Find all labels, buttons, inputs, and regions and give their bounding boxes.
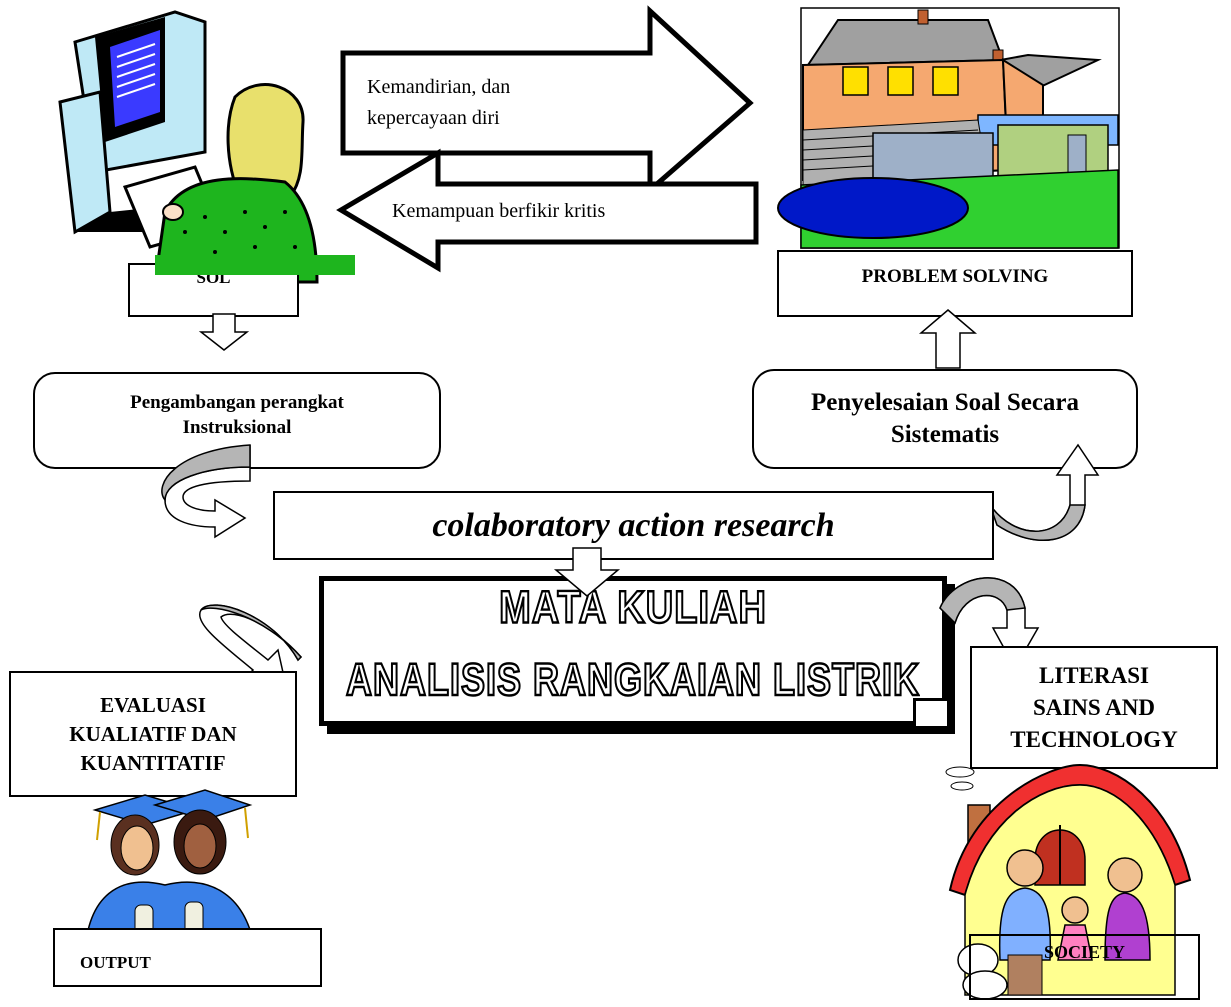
output-label: OUTPUT — [80, 953, 151, 972]
family-house-clipart — [945, 763, 1192, 1000]
literasi-box: LITERASI SAINS AND TECHNOLOGY — [970, 646, 1218, 769]
mata-kuliah-line2: ANALISIS RANGKAIAN LISTRIK — [345, 653, 920, 707]
down-arrow-sol — [198, 313, 250, 351]
curved-arrow-right — [989, 443, 1100, 542]
society-label: SOCIETY — [1043, 942, 1126, 962]
curved-arrow-left — [161, 444, 251, 539]
curved-arrow-literasi — [939, 577, 1040, 670]
building-pool-clipart — [777, 7, 1120, 249]
up-arrow-problem-solving — [918, 309, 978, 369]
action-research-label: colaboratory action research — [432, 506, 835, 544]
evaluasi-box: EVALUASI KUALIATIF DAN KUANTITATIF — [9, 671, 297, 797]
pengembangan-label: Pengambangan perangkat Instruksional — [130, 391, 344, 438]
evaluasi-label: EVALUASI KUALIATIF DAN KUANTITATIF — [69, 692, 237, 775]
right-arrow-label: Kemandirian, dan kepercayaan diri — [367, 76, 511, 129]
literasi-label: LITERASI SAINS AND TECHNOLOGY — [1010, 662, 1178, 752]
right-arrow-large — [340, 5, 754, 196]
society-box: SOCIETY — [969, 934, 1200, 1000]
problem-solving-label: PROBLEM SOLVING — [861, 266, 1049, 287]
graduates-clipart — [84, 789, 256, 951]
down-arrow-action-research — [553, 547, 621, 597]
penyelesaian-label: Penyelesaian Soal Secara Sistematis — [810, 389, 1080, 448]
problem-solving-box: PROBLEM SOLVING — [777, 250, 1133, 317]
left-arrow-large — [336, 148, 759, 273]
mata-kuliah-box: MATA KULIAH ANALISIS RANGKAIAN LISTRIK — [319, 576, 947, 726]
computer-user-overlap — [155, 255, 355, 275]
action-research-box: colaboratory action research — [273, 491, 994, 560]
computer-user-clipart — [58, 10, 319, 284]
output-box: OUTPUT — [53, 928, 322, 987]
mata-kuliah-line1: MATA KULIAH — [498, 582, 767, 635]
left-arrow-label: Kemampuan berfikir kritis — [392, 200, 606, 222]
mata-kuliah-fold — [913, 698, 947, 726]
